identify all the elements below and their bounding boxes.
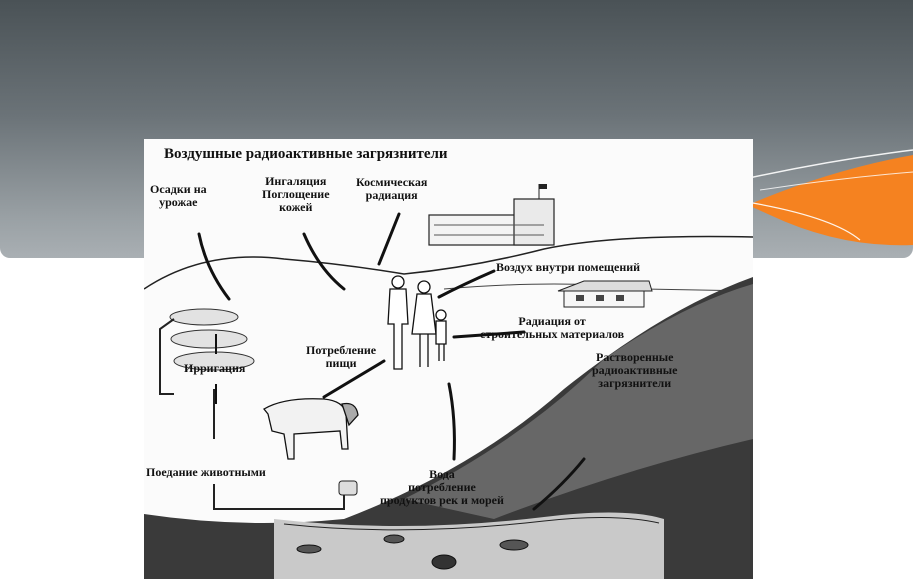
label-animals: Поедание животными	[146, 465, 266, 479]
arrow-food	[322, 359, 386, 399]
label-irrigation: Ирригация	[184, 361, 246, 375]
arrow-indoor-air	[437, 269, 496, 299]
arrow-dissolved	[532, 457, 586, 511]
radiation-pathways-diagram: Воздушные радиоактивные загрязнители Оса…	[144, 139, 753, 579]
cow-icon	[263, 398, 359, 460]
crop-field	[169, 308, 255, 371]
arrow-building-materials	[452, 330, 526, 339]
fish-icons	[296, 534, 529, 570]
dark-slope	[144, 277, 753, 579]
arrow-inhalation	[302, 232, 346, 291]
slope-texture	[404, 284, 753, 519]
hill-outline	[144, 235, 753, 290]
label-indoor-air: Воздух внутри помещений	[496, 260, 641, 274]
diagram-drawing	[144, 184, 753, 579]
arrow-fallout	[197, 232, 231, 301]
arrow-water	[447, 382, 456, 461]
diagram-title: Воздушные радиоактивные загрязнители	[164, 146, 448, 162]
building-icon	[428, 184, 555, 246]
house-icon	[557, 280, 653, 308]
irrigation-pipe	[159, 318, 345, 510]
orange-swoosh-decoration	[734, 149, 913, 246]
water-surface	[283, 516, 660, 531]
arrow-cosmic	[377, 212, 401, 266]
pathway-arrows	[197, 212, 586, 511]
family-icon	[387, 275, 447, 370]
pump-icon	[338, 480, 358, 496]
